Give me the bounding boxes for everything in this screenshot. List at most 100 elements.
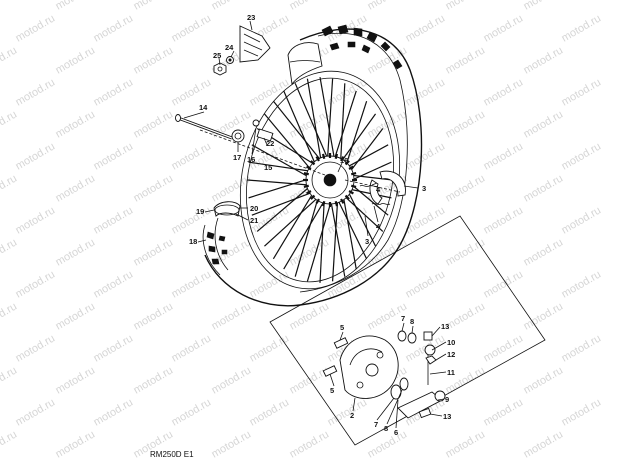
sprocket-tooth xyxy=(310,160,316,166)
watermark-text: motod.ru xyxy=(404,140,448,172)
bearing-spacer xyxy=(231,119,274,143)
watermark-text: motod.ru xyxy=(54,172,98,204)
watermark-text: motod.ru xyxy=(210,364,254,396)
callout-23: 23 xyxy=(247,13,255,22)
watermark-text: motod.ru xyxy=(170,140,214,172)
spoke xyxy=(247,179,316,187)
sprocket-tooth xyxy=(344,194,350,200)
callout-14: 14 xyxy=(199,103,208,112)
hub-sprocket xyxy=(303,153,357,207)
watermark-text: motod.ru xyxy=(560,268,604,300)
watermark-text: motod.ru xyxy=(54,364,98,396)
watermark-text: motod.ru xyxy=(560,332,604,364)
watermark-text: motod.ru xyxy=(560,12,604,44)
axle xyxy=(175,114,233,140)
sprocket-tooth xyxy=(348,190,354,195)
watermark-text: motod.ru xyxy=(366,0,410,13)
diagram-caption: RM250D E1 xyxy=(150,450,194,459)
callout-10: 10 xyxy=(447,338,455,347)
spoke xyxy=(272,100,326,166)
watermark-text: motod.ru xyxy=(560,396,604,428)
watermark-text: motod.ru xyxy=(482,204,526,236)
callout-8-lower: 8 xyxy=(384,424,388,433)
sprocket-tooth xyxy=(340,156,345,162)
spoke xyxy=(283,195,328,270)
callout-7-upper: 7 xyxy=(401,314,405,323)
sprocket-tooth xyxy=(334,200,339,207)
watermark-text: motod.ru xyxy=(54,428,98,460)
spoke xyxy=(272,187,317,260)
watermark-text: motod.ru xyxy=(288,0,332,13)
spoke xyxy=(294,83,331,165)
watermark-text: motod.ru xyxy=(404,12,448,44)
spoke xyxy=(306,78,323,167)
sprocket-tooth xyxy=(306,190,312,195)
sprocket-tooth xyxy=(344,160,350,166)
watermark-text: motod.ru xyxy=(444,300,488,332)
sprocket-tooth xyxy=(348,165,354,170)
watermark-text: motod.ru xyxy=(54,236,98,268)
callout-16: 16 xyxy=(247,155,255,164)
watermark-text: motod.ru xyxy=(92,396,136,428)
watermark-text: motod.ru xyxy=(0,172,19,204)
callout-22: 22 xyxy=(266,139,274,148)
sprocket-tooth xyxy=(321,200,326,207)
sprocket-tooth xyxy=(350,171,357,176)
watermark-text: motod.ru xyxy=(560,76,604,108)
watermark-text: motod.ru xyxy=(248,332,292,364)
spoke xyxy=(306,195,334,282)
spoke xyxy=(326,78,334,165)
spoke xyxy=(341,190,357,270)
watermark-text: motod.ru xyxy=(14,12,58,44)
callout-24: 24 xyxy=(225,43,234,52)
watermark-text: motod.ru xyxy=(522,108,566,140)
watermark-text: motod.ru xyxy=(170,332,214,364)
watermark-text: motod.ru xyxy=(482,268,526,300)
sprocket-tooth xyxy=(321,153,326,160)
sprocket-tooth xyxy=(310,194,316,200)
sprocket-tooth xyxy=(334,153,339,160)
callout-21: 21 xyxy=(250,216,258,225)
tire-inner-edge xyxy=(299,32,408,293)
sprocket-tooth xyxy=(315,156,320,162)
watermark-text: motod.ru xyxy=(170,396,214,428)
assembly-guide-lines xyxy=(199,129,401,193)
watermark-text: motod.ru xyxy=(482,76,526,108)
tire-outline xyxy=(204,28,423,307)
watermark-text: motod.ru xyxy=(92,76,136,108)
inner-tube xyxy=(202,217,229,276)
watermark-text: motod.ru xyxy=(522,0,566,13)
brake-shoes xyxy=(359,170,406,205)
spoke xyxy=(343,100,368,173)
callout-3-lower: 3 xyxy=(365,237,369,246)
brake-panel xyxy=(339,335,399,399)
watermark-text: motod.ru xyxy=(92,268,136,300)
watermark-text: motod.ru xyxy=(92,204,136,236)
watermark-text: motod.ru xyxy=(132,300,176,332)
watermark-text: motod.ru xyxy=(92,332,136,364)
watermark-text: motod.ru xyxy=(54,0,98,13)
spoke xyxy=(248,161,317,173)
tire-side-flap xyxy=(287,42,323,86)
spoke xyxy=(329,195,346,277)
callout-13-lower: 13 xyxy=(443,412,451,421)
callout-3-shoe: 3 xyxy=(422,184,426,193)
callout-18: 18 xyxy=(189,237,197,246)
callout-15: 15 xyxy=(264,163,272,172)
brake-cam-lever xyxy=(397,331,446,419)
spoke xyxy=(319,76,337,166)
watermark-text: motod.ru xyxy=(482,140,526,172)
watermark-text: motod.ru xyxy=(482,12,526,44)
callout-9: 9 xyxy=(445,395,449,404)
spokes xyxy=(247,76,393,283)
watermark-text: motod.ru xyxy=(522,44,566,76)
tire-tread xyxy=(321,24,403,70)
watermark-text: motod.ru xyxy=(14,396,58,428)
watermark-text: motod.ru xyxy=(482,332,526,364)
watermark-text: motod.ru xyxy=(132,236,176,268)
callout-19: 19 xyxy=(196,207,204,216)
rim-inner xyxy=(245,77,395,283)
callout-6: 6 xyxy=(394,428,398,437)
watermark-text: motod.ru xyxy=(0,364,19,396)
